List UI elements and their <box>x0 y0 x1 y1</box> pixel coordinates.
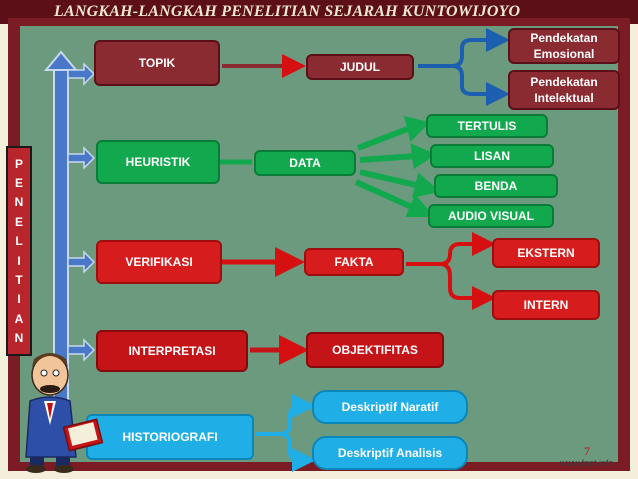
letter: P <box>14 156 23 171</box>
deskriptif-naratif-box: Deskriptif Naratif <box>312 390 468 424</box>
letter: E <box>14 214 23 229</box>
letter: N <box>14 331 24 346</box>
slide-title: LANGKAH-LANGKAH PENELITIAN SEJARAH KUNTO… <box>54 3 521 20</box>
deskriptif-analisis-box: Deskriptif Analisis <box>312 436 468 470</box>
step-interpretasi: INTERPRETASI <box>96 330 248 372</box>
data-box: DATA <box>254 150 356 176</box>
letter: I <box>17 292 21 307</box>
ekstern-box: EKSTERN <box>492 238 600 268</box>
letter: N <box>14 195 24 210</box>
letter: T <box>15 273 23 288</box>
pendekatan-emosional-box: Pendekatan Emosional <box>508 28 620 64</box>
source-benda: BENDA <box>434 174 558 198</box>
letter: A <box>14 311 24 326</box>
penelitian-vertical-label: P E N E L I T I A N <box>6 146 32 356</box>
step-verifikasi: VERIFIKASI <box>96 240 222 284</box>
letter: L <box>15 234 23 249</box>
judul-box: JUDUL <box>306 54 414 80</box>
footer-watermark: www.fppt.info <box>560 458 614 468</box>
pendekatan-intelektual-box: Pendekatan Intelektual <box>508 70 620 110</box>
step-topik: TOPIK <box>94 40 220 86</box>
historiografi-brace <box>256 394 316 472</box>
judul-pendekatan-brace <box>418 28 510 106</box>
fakta-box: FAKTA <box>304 248 404 276</box>
step-historiografi: HISTORIOGRAFI <box>86 414 254 460</box>
letter: E <box>14 176 23 191</box>
data-sources-arrows <box>354 115 441 217</box>
fakta-brace <box>406 232 496 310</box>
page-number: 7 <box>584 444 590 458</box>
intern-box: INTERN <box>492 290 600 320</box>
source-audio-visual: AUDIO VISUAL <box>428 204 554 228</box>
objektifitas-box: OBJEKTIFITAS <box>306 332 444 368</box>
step-heuristik: HEURISTIK <box>96 140 220 184</box>
source-lisan: LISAN <box>430 144 554 168</box>
letter: I <box>17 253 21 268</box>
source-tertulis: TERTULIS <box>426 114 548 138</box>
teacher-cartoon-illustration <box>25 353 104 473</box>
